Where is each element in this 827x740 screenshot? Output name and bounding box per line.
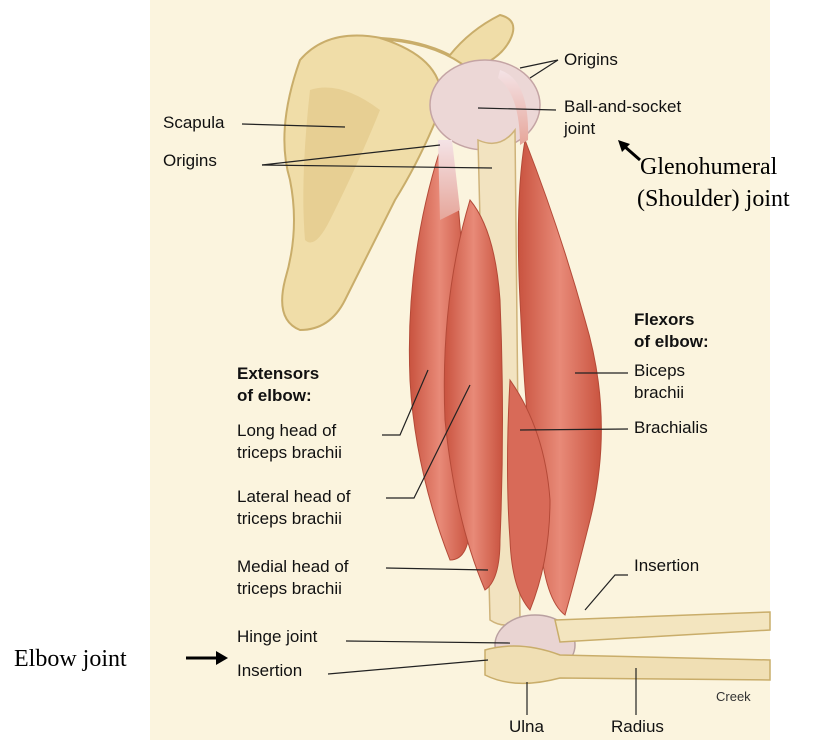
label-ulna: Ulna xyxy=(509,716,544,738)
label-long-head-line1: Long head of xyxy=(237,420,336,442)
label-scapula: Scapula xyxy=(163,112,224,134)
label-medial-head-line1: Medial head of xyxy=(237,556,349,578)
label-ball-socket-line2: joint xyxy=(564,118,595,140)
label-insertion-left: Insertion xyxy=(237,660,302,682)
label-brachialis: Brachialis xyxy=(634,417,708,439)
label-flexors-line2: of elbow: xyxy=(634,331,709,353)
label-flexors-line1: Flexors xyxy=(634,309,694,331)
label-medial-head-line2: triceps brachii xyxy=(237,578,342,600)
label-ball-socket-line1: Ball-and-socket xyxy=(564,96,681,118)
label-lateral-head-line1: Lateral head of xyxy=(237,486,350,508)
label-origins-top: Origins xyxy=(564,49,618,71)
label-extensors-line2: of elbow: xyxy=(237,385,312,407)
label-hinge-joint: Hinge joint xyxy=(237,626,317,648)
label-elbow-joint: Elbow joint xyxy=(14,644,127,674)
label-glenohumeral-line2: (Shoulder) joint xyxy=(637,184,790,214)
label-biceps-line2: brachii xyxy=(634,382,684,404)
label-radius: Radius xyxy=(611,716,664,738)
label-origins-left: Origins xyxy=(163,150,217,172)
label-extensors-line1: Extensors xyxy=(237,363,319,385)
label-glenohumeral-line1: Glenohumeral xyxy=(640,152,777,182)
illustrator-credit: Creek xyxy=(716,686,751,708)
label-biceps-line1: Biceps xyxy=(634,360,685,382)
label-long-head-line2: triceps brachii xyxy=(237,442,342,464)
label-lateral-head-line2: triceps brachii xyxy=(237,508,342,530)
label-insertion-right: Insertion xyxy=(634,555,699,577)
